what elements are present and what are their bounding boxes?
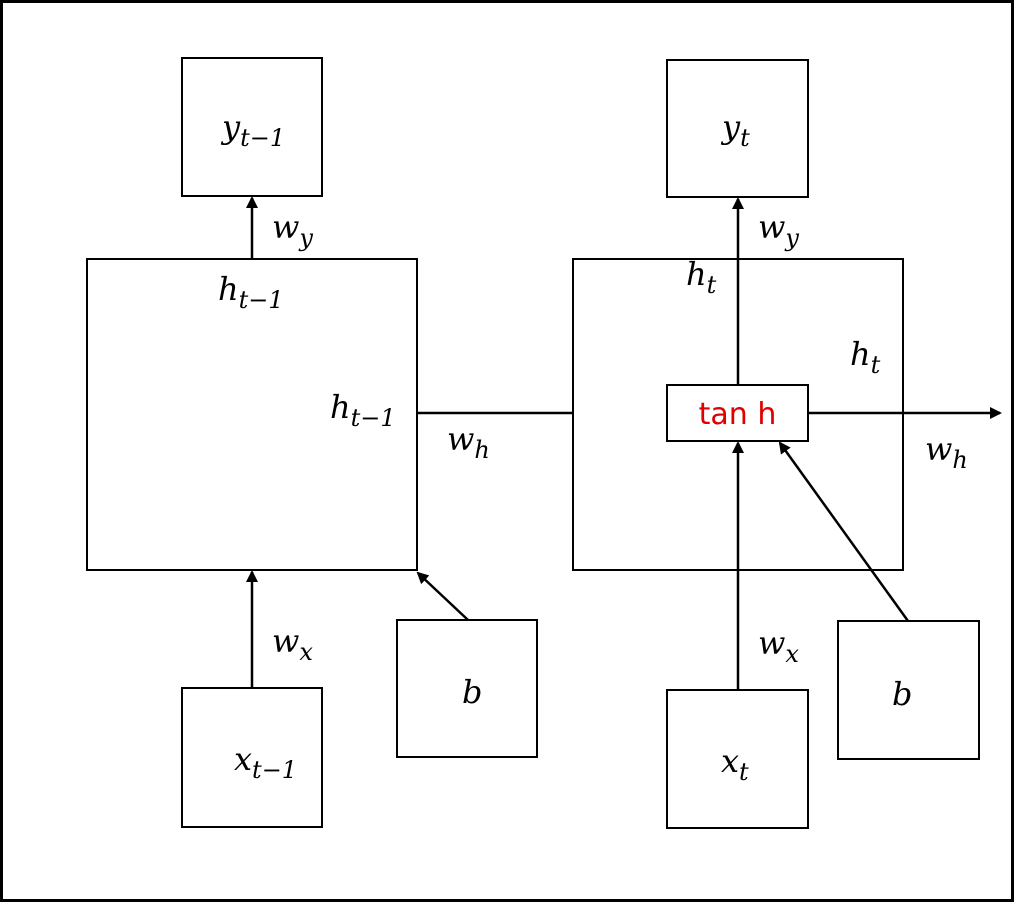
wx-prev-label: wx <box>272 622 313 666</box>
x-prev-label: xt−1 <box>234 740 297 784</box>
y-prev-box <box>181 57 323 197</box>
y-cur-box <box>666 59 809 198</box>
y-prev-label: yt−1 <box>220 108 285 152</box>
x-prev-box <box>181 687 323 828</box>
wy-prev-label: wy <box>272 208 313 252</box>
y-cur-label: yt <box>720 108 750 152</box>
wh-out-label: wh <box>925 430 968 474</box>
b-cur-arrow <box>778 441 910 622</box>
h-cur-up-label: ht <box>686 255 717 299</box>
h-cur-right-label: ht <box>850 335 881 379</box>
b-cur-label: b <box>892 675 912 713</box>
h-prev-out-label: ht−1 <box>330 388 396 432</box>
b-prev-arrow <box>416 571 469 621</box>
wx-cur-label: wx <box>758 624 799 668</box>
b-prev-box <box>396 619 538 758</box>
x-cur-box <box>666 689 809 829</box>
wh-mid-label: wh <box>447 420 490 464</box>
b-prev-label: b <box>462 673 482 711</box>
tanh-label: tan h <box>699 397 777 432</box>
b-cur-box <box>837 620 980 760</box>
wy-cur-label: wy <box>758 208 799 252</box>
x-cur-label: xt <box>721 742 749 786</box>
h-prev-box-label: ht−1 <box>218 270 284 314</box>
